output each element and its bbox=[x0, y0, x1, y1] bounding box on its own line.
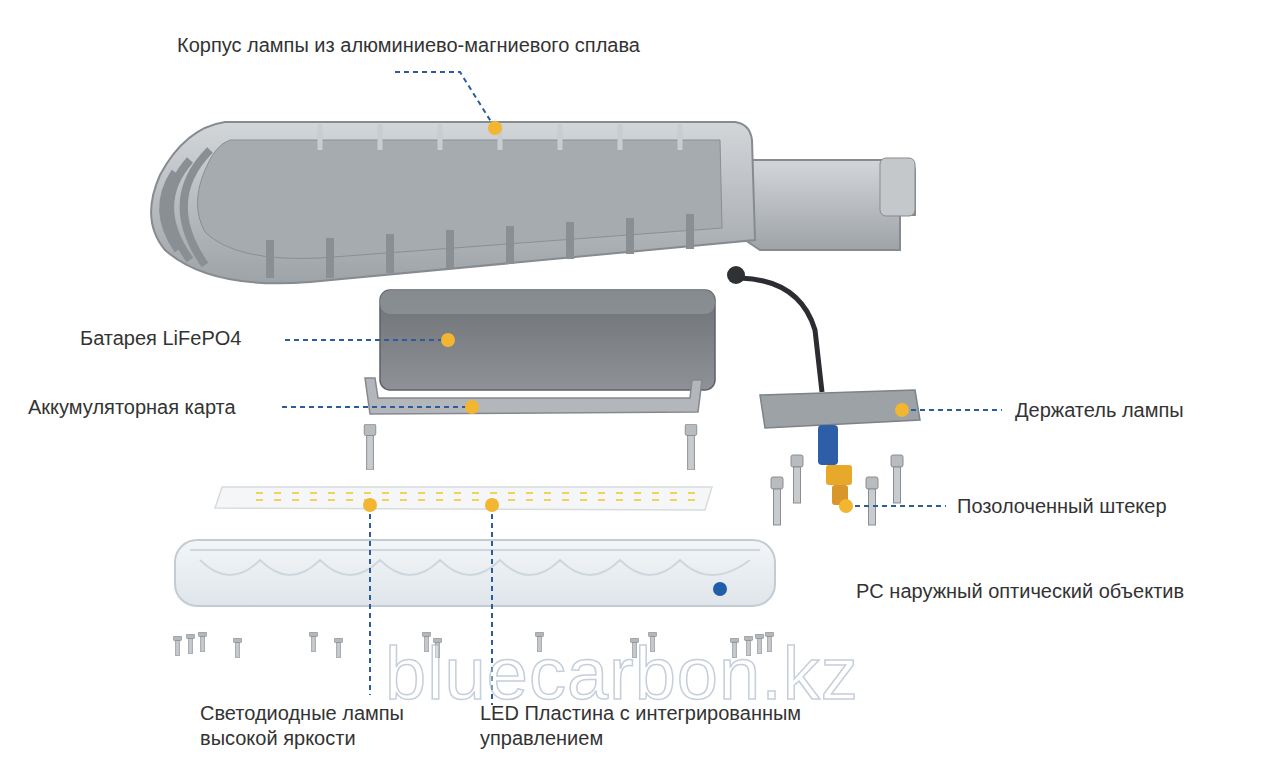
housing-ribs bbox=[163, 150, 690, 278]
part-label: Батарея LiFePO4 bbox=[80, 326, 290, 351]
housing-inner bbox=[198, 140, 723, 258]
watermark: bluecarbon.kz bbox=[385, 628, 905, 721]
led-chips bbox=[245, 490, 695, 506]
battery-tray bbox=[365, 378, 702, 414]
tray-bolt bbox=[685, 424, 697, 470]
led-plate bbox=[215, 487, 712, 510]
part-label: Позолоченный штекер bbox=[957, 494, 1257, 519]
callout-dot bbox=[713, 582, 727, 596]
part-label: Держатель лампы bbox=[1015, 398, 1255, 423]
leader-lines bbox=[282, 72, 1002, 705]
gold-plug bbox=[818, 425, 852, 505]
cable-gland bbox=[727, 266, 745, 284]
optical-lens bbox=[175, 540, 775, 606]
lamp-holder bbox=[760, 390, 920, 428]
mount-neck bbox=[880, 158, 915, 216]
part-label: Корпус лампы из алюминиево-магниевого сп… bbox=[177, 33, 677, 58]
callout-dots bbox=[363, 121, 909, 513]
housing-body bbox=[151, 122, 755, 283]
part-label: Аккумуляторная карта bbox=[28, 395, 288, 420]
tray-bolt bbox=[364, 424, 376, 470]
lamp-housing bbox=[151, 122, 915, 284]
part-label: PC наружный оптический объектив bbox=[856, 579, 1276, 604]
holder-bolts bbox=[771, 455, 903, 525]
power-cable bbox=[740, 278, 822, 392]
